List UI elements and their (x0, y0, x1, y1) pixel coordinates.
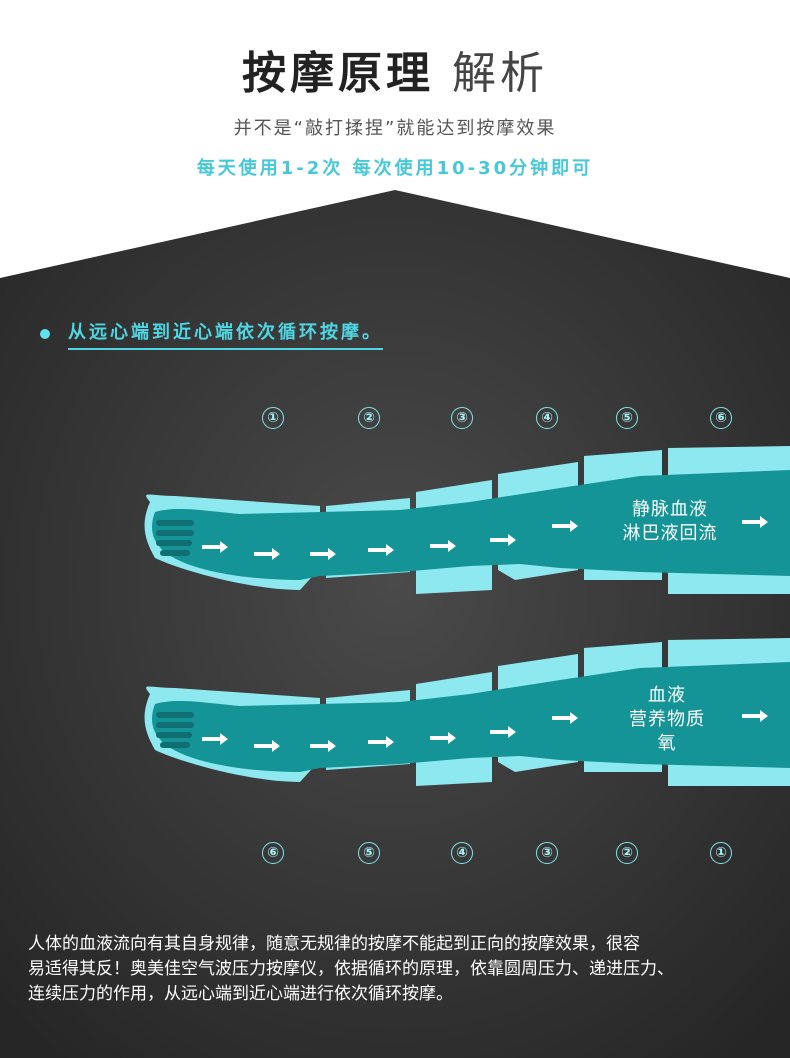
bottom-flow-arrows (202, 710, 768, 752)
bottom-number-6: ⑥ (262, 842, 284, 864)
top-number-2: ② (358, 407, 380, 429)
bottom-leg-label: 血液 营养物质 氧 (597, 684, 737, 756)
flow-arrow-icon (430, 540, 456, 552)
bottom-leg-diagram (144, 638, 790, 786)
bottom-number-1: ① (710, 842, 732, 864)
flow-arrow-icon (430, 732, 456, 744)
flow-arrow-icon (552, 520, 578, 532)
flow-arrow-icon (254, 548, 280, 560)
flow-arrow-icon (202, 541, 228, 553)
description-line-1: 人体的血液流向有其自身规律，随意无规律的按摩不能起到正向的按摩效果，很容 (28, 934, 640, 954)
section-bullet-text: 从远心端到近心端依次循环按摩。 (68, 318, 383, 350)
top-flow-arrows (202, 516, 768, 560)
top-number-1: ① (262, 407, 284, 429)
section-bullet: 从远心端到近心端依次循环按摩。 (40, 318, 383, 350)
description-paragraph: 人体的血液流向有其自身规律，随意无规律的按摩不能起到正向的按摩效果，很容 易适得… (28, 932, 788, 1007)
page-title: 按摩原理 解析 (0, 44, 790, 104)
top-number-4: ④ (536, 407, 558, 429)
bottom-label-line-1: 血液 (648, 685, 686, 706)
bottom-label-line-2: 营养物质 (629, 709, 705, 730)
flow-arrow-icon (490, 534, 516, 546)
toes-icon (156, 712, 194, 748)
top-number-3: ③ (451, 407, 473, 429)
bullet-dot-icon (40, 329, 50, 339)
bottom-label-line-3: 氧 (657, 733, 677, 754)
flow-arrow-icon (202, 733, 228, 745)
flow-arrow-icon (742, 710, 768, 722)
flow-arrow-icon (490, 726, 516, 738)
description-line-2: 易适得其反！奥美佳空气波压力按摩仪，依据循环的原理，依靠圆周压力、递进压力、 (28, 959, 674, 979)
flow-arrow-icon (310, 548, 336, 560)
description-line-3: 连续压力的作用，从远心端到近心端进行依次循环按摩。 (28, 984, 453, 1004)
bottom-number-4: ④ (451, 842, 473, 864)
title-light: 解析 (452, 48, 548, 99)
flow-arrow-icon (254, 740, 280, 752)
usage-note: 每天使用1-2次 每次使用10-30分钟即可 (196, 158, 594, 179)
top-leg-label: 静脉血液 淋巴液回流 (600, 498, 740, 546)
bottom-number-2: ② (616, 842, 638, 864)
toes-icon (156, 520, 194, 556)
title-bold: 按摩原理 (242, 48, 434, 99)
flow-arrow-icon (310, 740, 336, 752)
flow-arrow-icon (368, 736, 394, 748)
flow-arrow-icon (368, 544, 394, 556)
top-number-6: ⑥ (710, 407, 732, 429)
top-label-line-2: 淋巴液回流 (622, 523, 718, 544)
flow-arrow-icon (552, 712, 578, 724)
top-number-5: ⑤ (616, 407, 638, 429)
flow-arrow-icon (742, 516, 768, 528)
bottom-number-5: ⑤ (358, 842, 380, 864)
subtitle: 并不是“敲打揉捏”就能达到按摩效果 (233, 118, 557, 139)
top-leg-diagram (144, 446, 790, 594)
top-label-line-1: 静脉血液 (632, 499, 708, 520)
bottom-number-3: ③ (536, 842, 558, 864)
